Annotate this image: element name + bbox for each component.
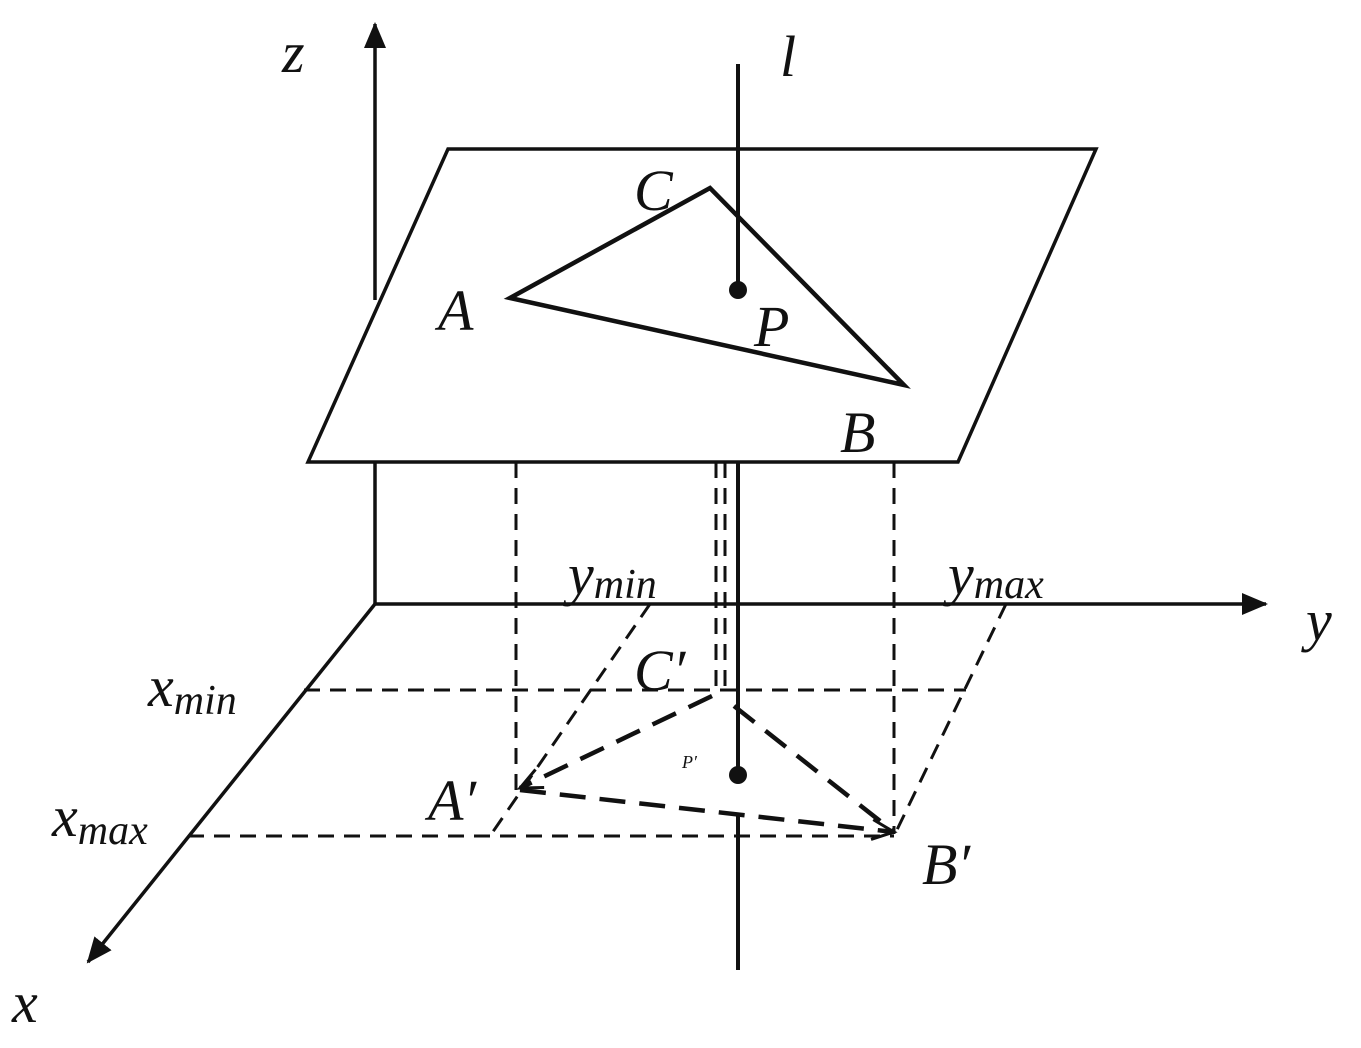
label-x-max-sub: max <box>78 808 148 854</box>
label-y-max-base: y <box>943 542 974 607</box>
label-y-max: ymax <box>943 542 1044 608</box>
label-c-prime: C′ <box>634 638 687 703</box>
label-b-prime: B′ <box>922 832 971 897</box>
label-y-axis: y <box>1301 588 1332 653</box>
label-x-min: xmin <box>147 654 237 724</box>
label-x-max: xmax <box>51 784 148 854</box>
x-axis <box>86 602 377 964</box>
label-z-axis: z <box>281 20 305 85</box>
label-y-min-sub: min <box>594 562 657 608</box>
label-vertex-c: C <box>634 158 674 223</box>
label-y-min: ymin <box>563 542 657 608</box>
label-a-prime: A′ <box>424 768 477 833</box>
point-p-prime <box>729 766 747 784</box>
triangle-abc <box>503 185 911 389</box>
label-vertex-a: A <box>434 278 474 343</box>
label-y-min-base: y <box>563 542 594 607</box>
label-line-l: l <box>780 24 796 89</box>
label-y-max-sub: max <box>974 562 1044 608</box>
point-p <box>729 281 747 299</box>
bound-ymin-line <box>488 603 652 837</box>
bound-ymax-line <box>892 603 1008 837</box>
label-vertex-b: B <box>840 400 875 465</box>
edge-a-prime-b-prime <box>519 787 898 841</box>
edge-c-prime-a-prime <box>516 693 713 791</box>
label-x-axis: x <box>11 970 38 1035</box>
upper-plane <box>305 147 1099 464</box>
label-point-p: P <box>753 294 789 359</box>
edge-c-prime-b-prime <box>732 704 896 834</box>
label-p-prime: P′ <box>681 752 698 772</box>
label-x-min-base: x <box>147 654 174 719</box>
label-x-max-base: x <box>51 784 78 849</box>
label-x-min-sub: min <box>174 678 237 724</box>
